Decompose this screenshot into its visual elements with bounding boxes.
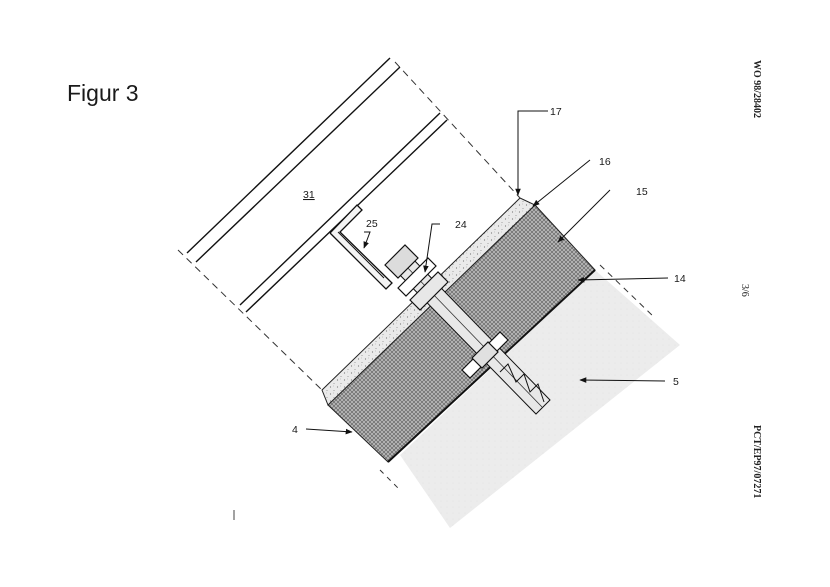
leader-24: [423, 223, 440, 273]
dashed-line-left: [177, 249, 323, 391]
anchor-bolt: [384, 244, 551, 415]
bracket-25-inner: [337, 231, 385, 279]
label-16: 16: [599, 156, 611, 168]
leader-15: [557, 189, 611, 243]
label-14: 14: [674, 273, 686, 285]
nut-24: [409, 271, 449, 311]
bracket-25: [329, 204, 393, 290]
label-4: 4: [292, 424, 298, 436]
nut-lower: [471, 341, 499, 369]
nut-upper: [384, 244, 419, 279]
label-31: 31: [303, 189, 315, 201]
leader-25: [363, 231, 371, 249]
dashed-line-top: [394, 61, 521, 199]
leader-4: [305, 428, 353, 435]
leader-17: [515, 110, 548, 196]
dashed-line-right: [599, 264, 656, 319]
plate-31-edge-c: [239, 112, 441, 306]
label-24: 24: [455, 219, 467, 231]
label-25: 25: [366, 218, 378, 230]
leader-16: [532, 159, 591, 207]
label-5: 5: [673, 376, 679, 388]
plate-31-edge-a: [186, 57, 391, 254]
label-15: 15: [636, 186, 648, 198]
dashed-line-bottom: [379, 469, 401, 491]
leader-5: [579, 377, 666, 383]
leader-14: [577, 277, 669, 283]
label-17: 17: [550, 106, 562, 118]
plate-31-edge-b: [195, 66, 401, 263]
figure-title: Figur 3: [67, 80, 139, 106]
